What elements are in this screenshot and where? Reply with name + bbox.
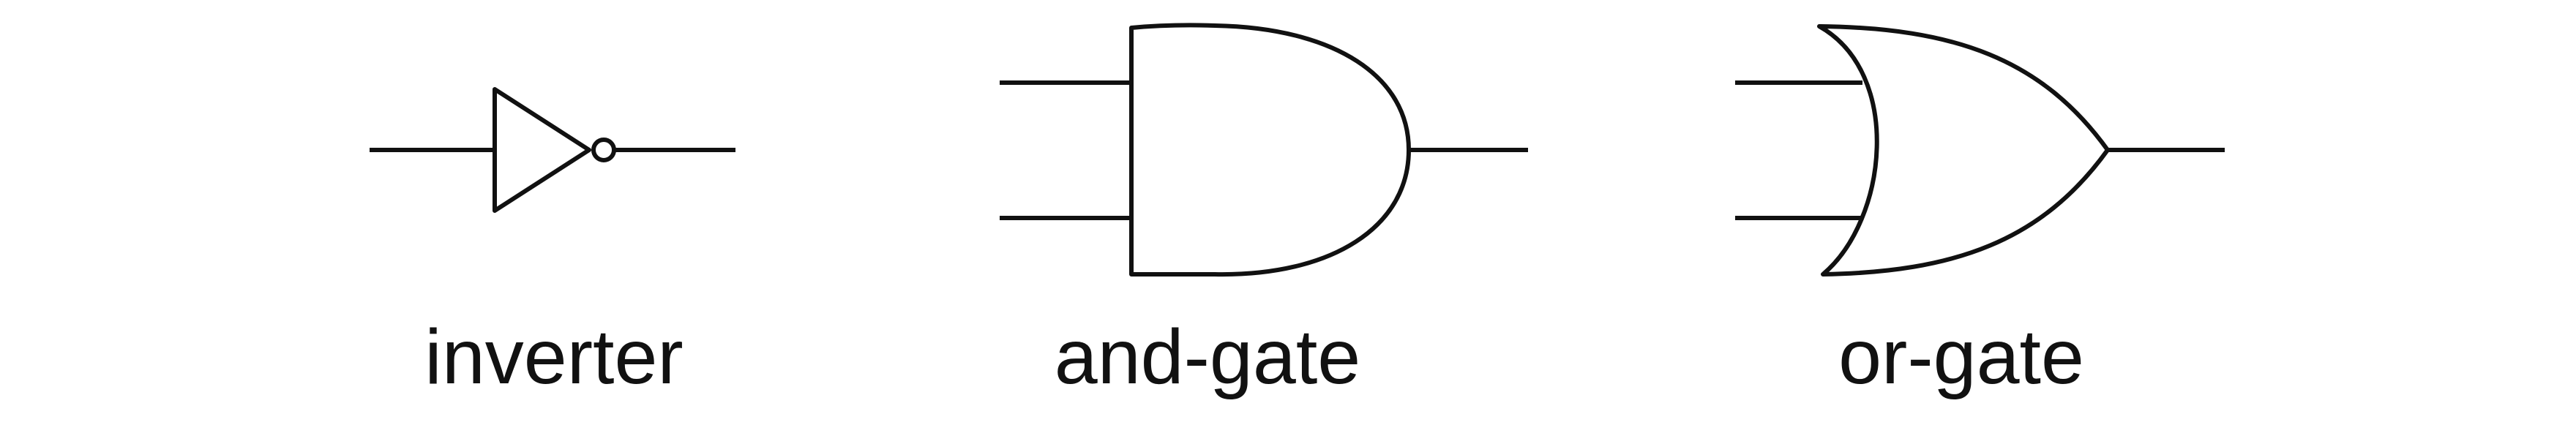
or-gate-symbol xyxy=(1735,24,2225,277)
and-gate-body xyxy=(1129,23,1411,277)
and-gate-label: and-gate xyxy=(1055,314,1360,400)
and-gate-symbol xyxy=(1000,23,1528,277)
inverter-triangle xyxy=(493,87,591,213)
inverter-symbol xyxy=(370,87,735,213)
inverter-label: inverter xyxy=(424,314,683,400)
or-gate-label: or-gate xyxy=(1838,314,2084,400)
inverter-bubble xyxy=(591,138,616,162)
or-gate-body xyxy=(1817,24,2110,277)
